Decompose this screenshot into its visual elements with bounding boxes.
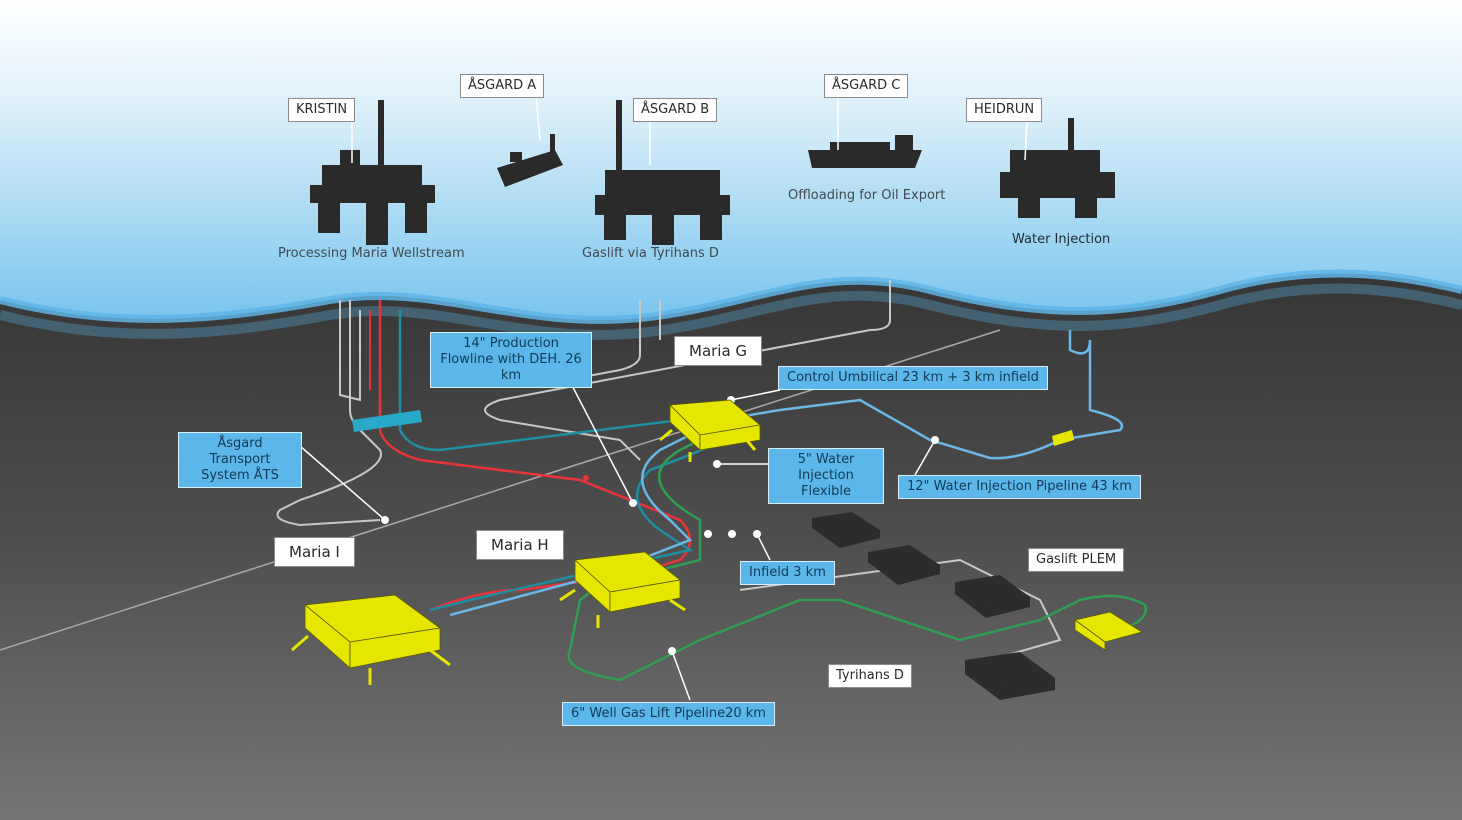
asgard-b-platform: [595, 100, 730, 245]
asgard-a-label: ÅSGARD A: [460, 74, 545, 98]
asgard-c-ship: [808, 135, 922, 168]
water-injection-pipeline-label: 12" Water Injection Pipeline 43 km: [898, 475, 1141, 499]
water-injection-valve: [1052, 430, 1074, 446]
asgard-c-caption: Offloading for Oil Export: [788, 188, 946, 203]
sky-background: [0, 0, 1462, 330]
infield-label: Infield 3 km: [740, 561, 835, 585]
maria-i-template: [291, 594, 451, 685]
water-injection-line: [449, 330, 1124, 617]
asgard-transport-label: Åsgard Transport System ÅTS: [178, 432, 302, 488]
riser-manifold: [352, 410, 422, 432]
control-umbilical-label: Control Umbilical 23 km + 3 km infield: [778, 366, 1048, 390]
kristin-platform: [310, 100, 435, 245]
heidrun-caption: Water Injection: [1012, 232, 1111, 247]
gaslift-plem-label: Gaslift PLEM: [1028, 548, 1125, 572]
callout-pointers: [299, 94, 1028, 701]
tyrihans-d-label: Tyrihans D: [828, 664, 912, 688]
water-injection-flexible-label: 5" Water Injection Flexible: [768, 448, 884, 504]
maria-h-label: Maria H: [476, 530, 564, 560]
waterline: [0, 269, 1462, 324]
maria-i-label: Maria I: [274, 537, 355, 567]
heidrun-platform: [1000, 118, 1115, 218]
production-flowline-label: 14" Production Flowline with DEH. 26 km: [430, 332, 592, 388]
seabed-background: [0, 273, 1462, 820]
production-flowline: [378, 300, 692, 612]
asgard-a-ship: [497, 134, 563, 187]
gas-lift-pipeline-label: 6" Well Gas Lift Pipeline20 km: [562, 702, 775, 726]
maria-g-label: Maria G: [674, 336, 763, 366]
kristin-caption: Processing Maria Wellstream: [278, 246, 465, 261]
gas-lift-pipeline: [567, 418, 1147, 682]
gaslift-plem-structure: [1074, 611, 1143, 651]
maria-g-template: [659, 399, 761, 462]
asgard-b-label: ÅSGARD B: [633, 98, 718, 122]
kristin-label: KRISTIN: [288, 98, 356, 122]
asgard-c-label: ÅSGARD C: [824, 74, 909, 98]
asgard-b-caption: Gaslift via Tyrihans D: [582, 246, 719, 261]
tyrihans-templates: [812, 512, 1055, 700]
heidrun-label: HEIDRUN: [966, 98, 1043, 122]
maria-h-template: [559, 551, 686, 628]
